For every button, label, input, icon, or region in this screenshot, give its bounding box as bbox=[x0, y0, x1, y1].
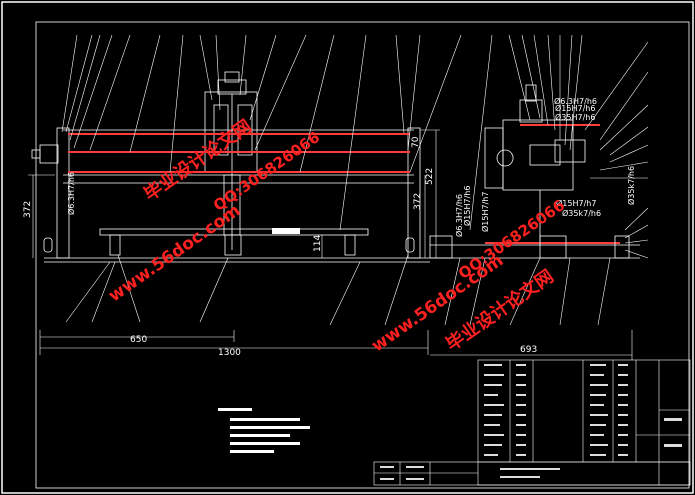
leader-lines-top bbox=[61, 34, 649, 259]
dim-114: 114 bbox=[313, 235, 323, 252]
tol-1: Ø6.3H7/h6 bbox=[66, 172, 76, 215]
side-view bbox=[429, 84, 640, 259]
tol-4: Ø6.3H7/h6 bbox=[554, 96, 597, 106]
drawing-inner-frame bbox=[35, 21, 690, 489]
tol-6: Ø15H7/h6 bbox=[462, 186, 472, 226]
dim-522: 522 bbox=[425, 168, 435, 185]
title-block-entries bbox=[380, 466, 560, 480]
tol-9: Ø35k7/h6 bbox=[562, 208, 601, 218]
leader-lines-bottom bbox=[65, 254, 611, 326]
dim-372-left: 372 bbox=[23, 201, 33, 218]
tol-10: Ø35k7/h6 bbox=[626, 166, 636, 205]
dim-1300: 1300 bbox=[218, 348, 241, 358]
title-block bbox=[373, 461, 691, 486]
dim-650: 650 bbox=[130, 335, 147, 345]
tol-7: Ø15H7/h7 bbox=[480, 192, 490, 232]
dim-693: 693 bbox=[520, 345, 537, 355]
dim-372-right: 372 bbox=[413, 193, 423, 210]
front-view bbox=[31, 71, 430, 263]
tol-8: Ø15H7/h7 bbox=[556, 198, 596, 208]
tol-2: Ø15H7/h6 bbox=[555, 103, 595, 113]
tol-3: Ø35H7/h6 bbox=[555, 112, 595, 122]
beam-label-box bbox=[272, 228, 300, 234]
dimension-lines bbox=[28, 129, 633, 360]
tol-5: Ø6.3H7/h6 bbox=[454, 194, 464, 237]
parts-list-rows bbox=[484, 364, 682, 456]
dim-70: 70 bbox=[411, 136, 421, 148]
parts-list-table bbox=[477, 359, 691, 486]
technical-notes bbox=[218, 408, 310, 453]
